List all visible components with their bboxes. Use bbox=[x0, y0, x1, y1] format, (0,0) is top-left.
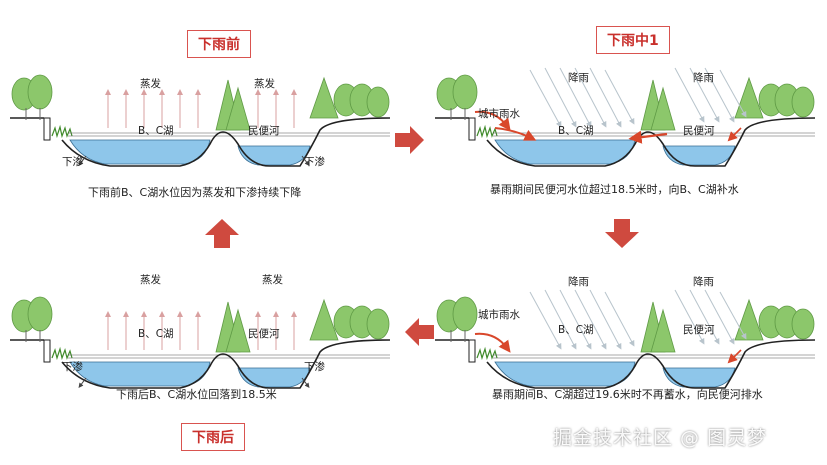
block-arrow-left bbox=[405, 318, 434, 346]
block-arrow-down bbox=[605, 219, 639, 248]
label-river: 民便河 bbox=[248, 328, 280, 340]
block-arrow-up bbox=[205, 219, 239, 248]
panel-before-rain bbox=[9, 74, 391, 167]
panel-during-rain-2 bbox=[434, 290, 816, 389]
inflow-arrow bbox=[727, 127, 742, 142]
label-lake-bc: B、C湖 bbox=[138, 328, 174, 340]
runoff-arrow bbox=[474, 110, 511, 131]
river-to-lake-arrow bbox=[628, 130, 668, 144]
caption-during-2: 暴雨期间B、C湖超过19.6米时不再蓄水，向民便河排水 bbox=[492, 388, 763, 401]
runoff-to-lake-arrow bbox=[494, 127, 537, 141]
label-rain-right: 降雨 bbox=[693, 276, 714, 288]
label-lake-bc: B、C湖 bbox=[558, 324, 594, 336]
label-lake-bc: B、C湖 bbox=[558, 125, 594, 137]
panel-after-rain bbox=[9, 296, 391, 389]
stage-title-before: 下雨前 bbox=[187, 30, 251, 58]
label-evaporation-left: 蒸发 bbox=[140, 274, 161, 286]
label-rain-left: 降雨 bbox=[568, 72, 589, 84]
label-seepage-right: 下渗 bbox=[304, 361, 325, 373]
stage-title-after: 下雨后 bbox=[181, 423, 245, 451]
label-river: 民便河 bbox=[683, 125, 715, 137]
label-lake-bc: B、C湖 bbox=[138, 125, 174, 137]
label-evaporation-right: 蒸发 bbox=[254, 78, 275, 90]
stage-title-during-1: 下雨中1 bbox=[596, 26, 670, 54]
label-seepage-right: 下渗 bbox=[304, 156, 325, 168]
label-river: 民便河 bbox=[248, 125, 280, 137]
label-seepage-left: 下渗 bbox=[62, 361, 83, 373]
label-seepage-left: 下渗 bbox=[62, 156, 83, 168]
label-urban-runoff: 城市雨水 bbox=[478, 108, 520, 120]
caption-after: 下雨后B、C湖水位回落到18.5米 bbox=[116, 388, 277, 401]
runoff-arrow bbox=[474, 332, 511, 353]
caption-during-1: 暴雨期间民便河水位超过18.5米时，向B、C湖补水 bbox=[490, 183, 739, 196]
label-river: 民便河 bbox=[683, 324, 715, 336]
label-evaporation-left: 蒸发 bbox=[140, 78, 161, 90]
label-urban-runoff: 城市雨水 bbox=[478, 309, 520, 321]
lake-to-river-arrow bbox=[727, 349, 742, 364]
panel-during-rain-1 bbox=[434, 68, 816, 167]
label-rain-left: 降雨 bbox=[568, 276, 589, 288]
block-arrow-right bbox=[395, 126, 424, 154]
caption-before: 下雨前B、C湖水位因为蒸发和下渗持续下降 bbox=[88, 186, 302, 199]
watermark: 掘金技术社区 @ 图灵梦 bbox=[553, 427, 768, 449]
label-evaporation-right: 蒸发 bbox=[262, 274, 283, 286]
label-rain-right: 降雨 bbox=[693, 72, 714, 84]
